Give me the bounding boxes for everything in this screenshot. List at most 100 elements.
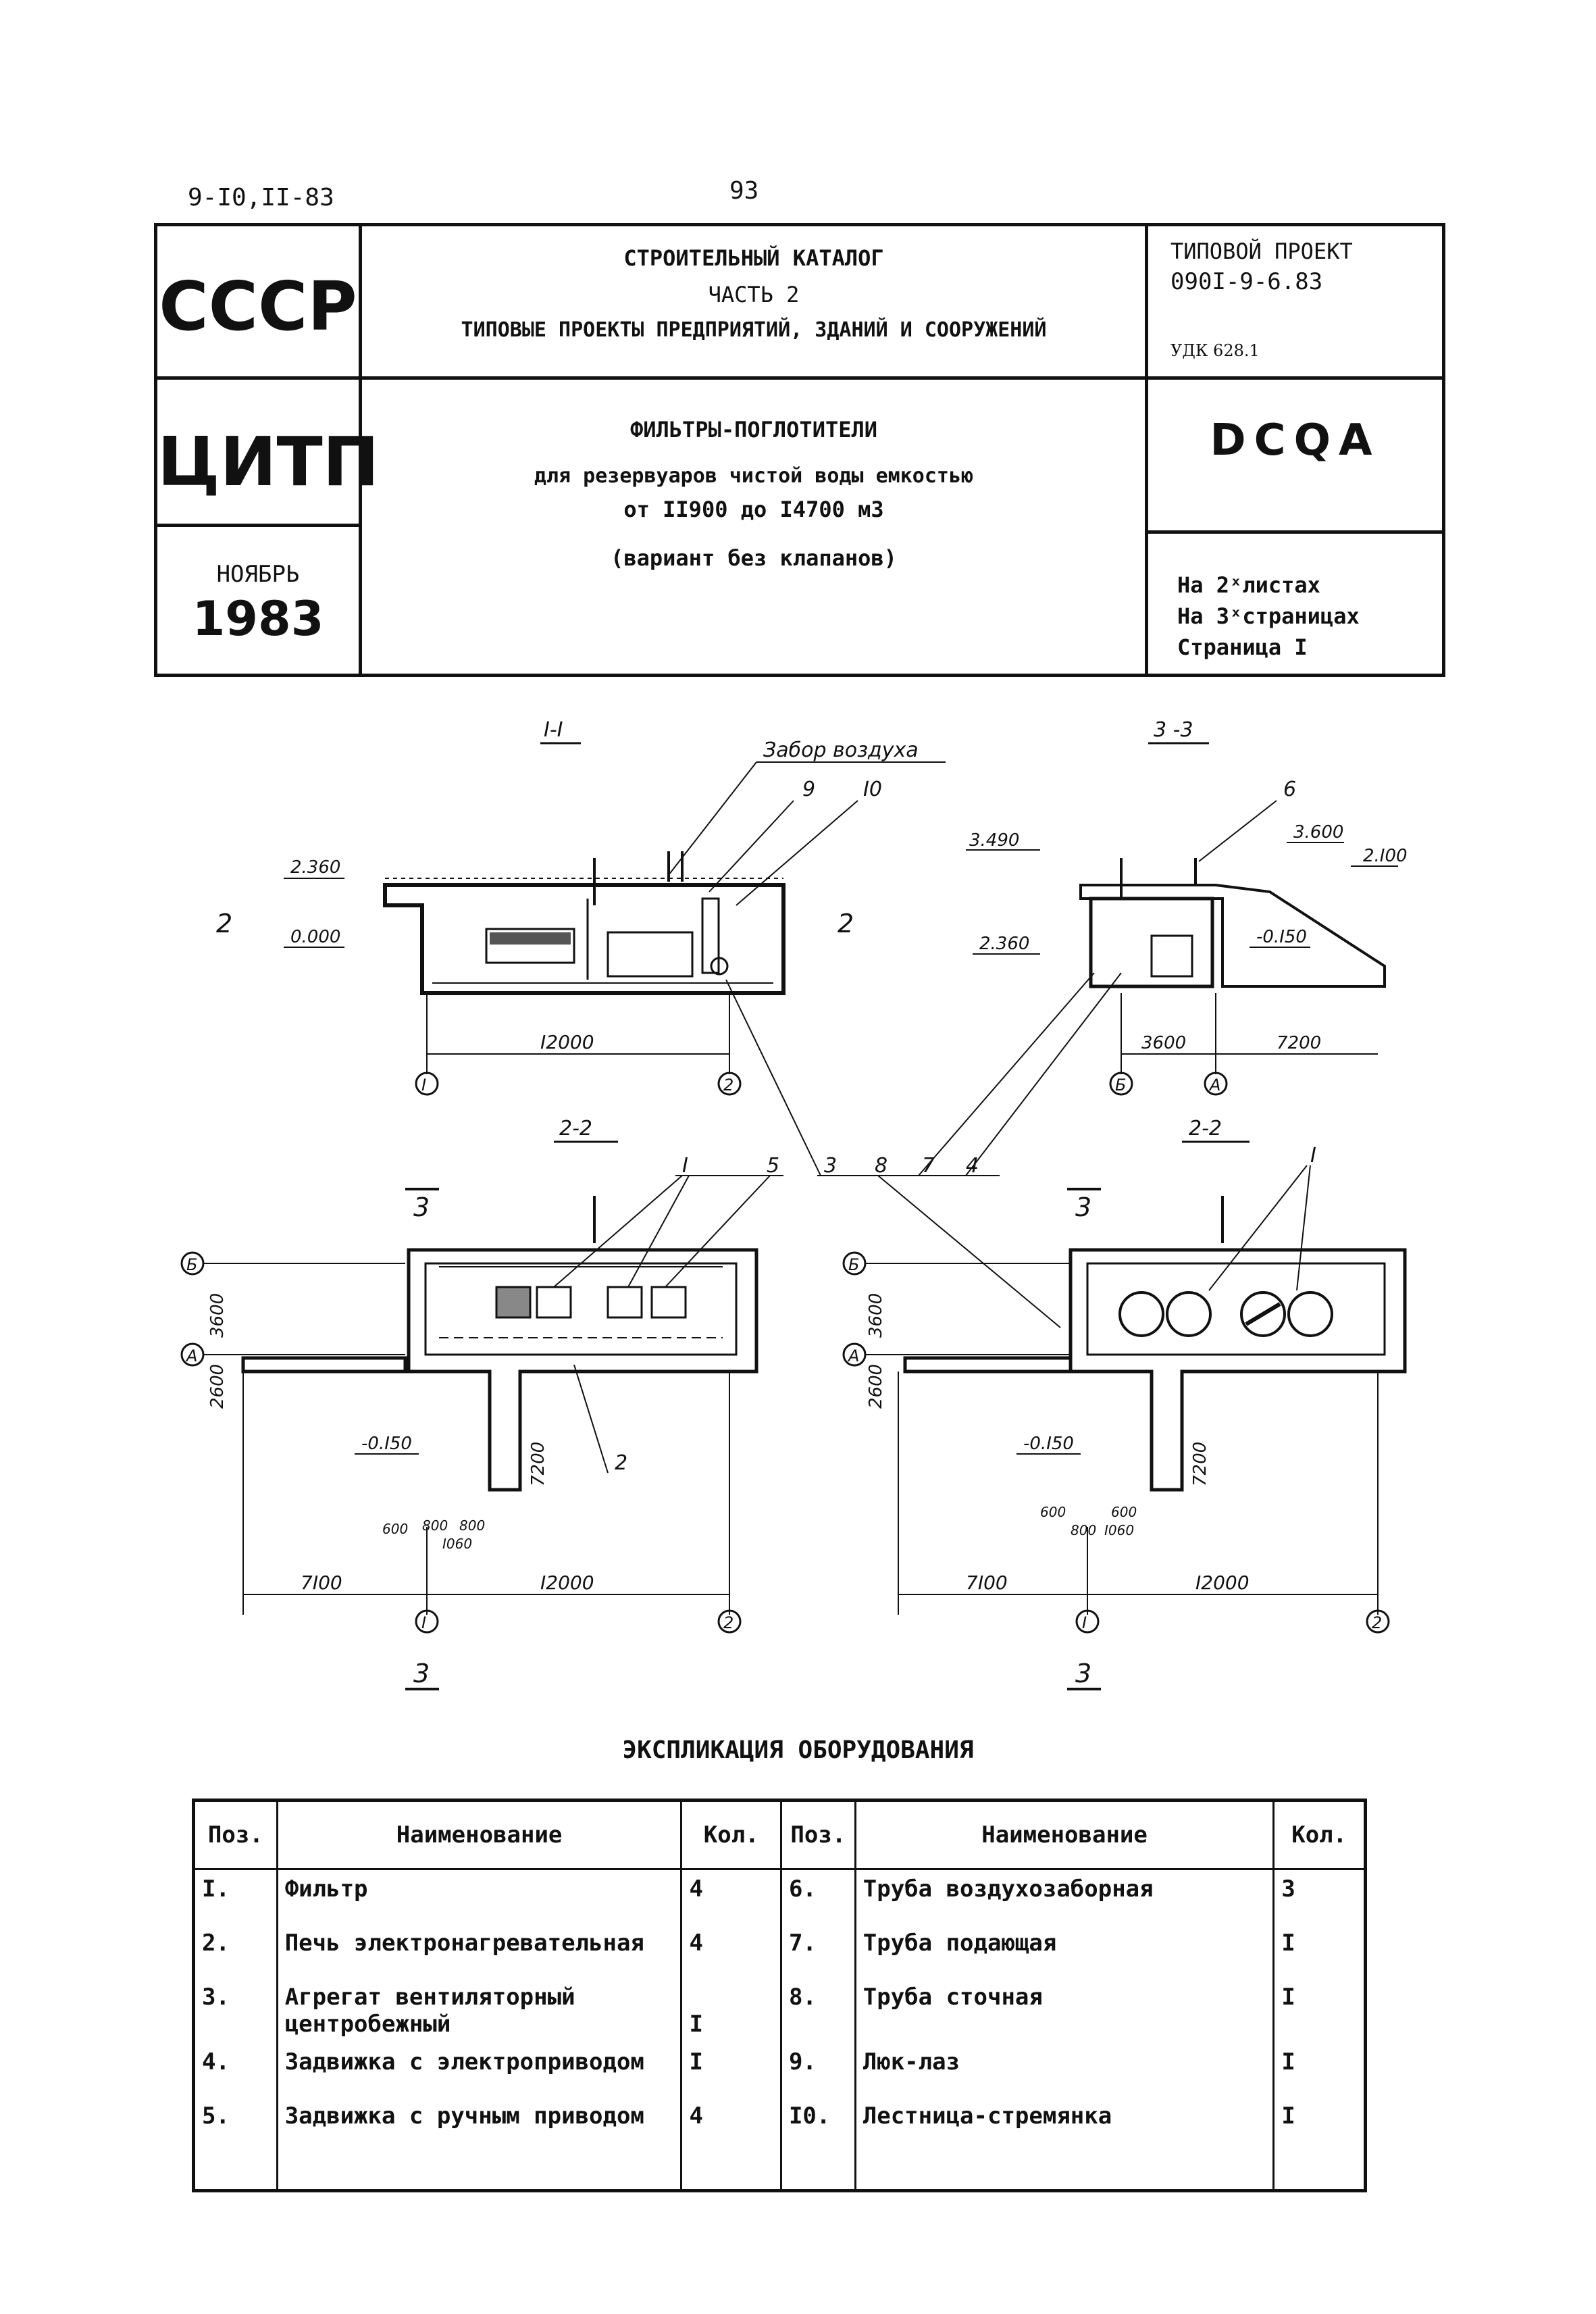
document-title-line3: от II900 до I4700 м3 <box>623 497 884 522</box>
callout-8: 8 <box>875 1154 887 1178</box>
cell-qty: I <box>1272 2097 1366 2191</box>
cell-pos: 2. <box>192 1924 278 1978</box>
section-2-2-left-label: 2-2 <box>559 1117 592 1140</box>
page-count: На 3ˣстраницах <box>1177 603 1360 629</box>
cell-name: Труба воздухозаборная <box>854 1869 1275 1924</box>
org-ussr: СССР <box>159 267 357 346</box>
dim-3600-c: 3600 <box>866 1293 886 1338</box>
col-pos-2: Поз. <box>779 1799 856 1870</box>
table-row: 3. Агрегат вентиляторный центробежный I … <box>192 1978 1366 2043</box>
catalog-part: ЧАСТЬ 2 <box>708 282 800 307</box>
cell-qty: I <box>680 1978 782 2043</box>
table-row: 2. Печь электронагревательная 4 7. Труба… <box>192 1924 1366 1978</box>
section-3-3-label: 3 -3 <box>1154 718 1193 742</box>
cell-qty: I <box>1272 1978 1366 2043</box>
page-number: 93 <box>729 177 759 205</box>
table-row: 4. Задвижка с электроприводом I 9. Люк-л… <box>192 2043 1366 2097</box>
level-3490: 3.490 <box>969 830 1019 851</box>
axis-a-a: А <box>1208 1076 1220 1095</box>
dim-800-c: 800 <box>1071 1522 1096 1538</box>
cell-name: Печь электронагревательная <box>276 1924 683 1978</box>
col-qty-1: Кол. <box>680 1799 782 1870</box>
axis-2-a: 2 <box>723 1076 733 1095</box>
dim-7200-b: 7200 <box>528 1442 548 1486</box>
axis-1-c: I <box>1082 1613 1087 1632</box>
cell-pos: I. <box>192 1869 278 1924</box>
dim-600-c1: 600 <box>1040 1504 1066 1520</box>
axis-a-b: А <box>185 1347 197 1365</box>
col-pos-1: Поз. <box>192 1799 278 1870</box>
callout-5: 5 <box>767 1154 779 1178</box>
cell-pos: 7. <box>779 1924 856 1978</box>
level-0000: 0.000 <box>290 927 340 947</box>
document-title-line2: для резервуаров чистой воды емкостью <box>534 464 974 488</box>
cell-pos: 5. <box>192 2097 278 2191</box>
table-header-row: Поз. Наименование Кол. Поз. Наименование… <box>192 1799 1366 1870</box>
level-2360: 2.360 <box>290 857 340 878</box>
project-label: ТИПОВОЙ ПРОЕКТ <box>1170 238 1353 264</box>
page-index: Страница I <box>1177 634 1308 660</box>
cell-name: Задвижка с ручным приводом <box>276 2097 683 2191</box>
month: НОЯБРЬ <box>216 561 300 588</box>
dim-1060-c: I060 <box>1104 1522 1134 1538</box>
cell-name: Люк-лаз <box>854 2043 1275 2097</box>
dim-600-b: 600 <box>382 1521 408 1537</box>
catalog-subtitle: ТИПОВЫЕ ПРОЕКТЫ ПРЕДПРИЯТИЙ, ЗДАНИЙ И СО… <box>461 318 1047 342</box>
dim-800-b2: 800 <box>459 1517 485 1534</box>
axis-1-b: I <box>421 1613 426 1632</box>
axis-b-b: Б <box>186 1255 197 1274</box>
document-code: 9-I0,II-83 <box>188 184 334 211</box>
level-minus-0150-c: -0.I50 <box>1023 1434 1074 1454</box>
col-qty-2: Кол. <box>1272 1799 1366 1870</box>
dim-12000-c: I2000 <box>1195 1571 1250 1594</box>
callout-7: 7 <box>922 1154 935 1178</box>
air-intake-label: Забор воздуха <box>763 738 919 762</box>
catalog-title: СТРОИТЕЛЬНЫЙ КАТАЛОГ <box>623 245 884 271</box>
col-name-2: Наименование <box>854 1799 1275 1870</box>
document-title: ФИЛЬТРЫ-ПОГЛОТИТЕЛИ <box>629 417 878 443</box>
cell-qty: 4 <box>680 2097 782 2191</box>
table-row: I. Фильтр 4 6. Труба воздухозаборная 3 <box>192 1869 1366 1924</box>
dim-800-b1: 800 <box>422 1517 448 1534</box>
cell-pos: I0. <box>779 2097 856 2191</box>
level-2360-b: 2.360 <box>979 934 1029 954</box>
engineering-drawing: I-I Забор воздуха 9 I0 2.360 0.000 2 2 I… <box>180 718 1408 1690</box>
dim-12000-a: I2000 <box>540 1031 594 1053</box>
dim-3600-b: 3600 <box>207 1293 228 1338</box>
dim-3600-a: 3600 <box>1141 1033 1186 1053</box>
level-minus-0150: -0.I50 <box>1256 927 1307 947</box>
catalog-code: DCQA <box>1210 416 1381 466</box>
level-2100: 2.I00 <box>1363 846 1408 866</box>
year: 1983 <box>192 591 324 647</box>
cut-3-top-left: 3 <box>413 1192 430 1222</box>
axis-2-c: 2 <box>1372 1613 1382 1632</box>
explication-title: ЭКСПЛИКАЦИЯ ОБОРУДОВАНИЯ <box>622 1736 974 1764</box>
dim-600-c2: 600 <box>1111 1504 1137 1520</box>
cell-pos: 8. <box>779 1978 856 2043</box>
cell-qty: 4 <box>680 1924 782 1978</box>
callout-6: 6 <box>1283 778 1296 801</box>
callout-10: I0 <box>863 778 882 801</box>
callout-1-b: I <box>1310 1144 1316 1167</box>
cell-pos: 4. <box>192 2043 278 2097</box>
cut-3-top-right: 3 <box>1075 1192 1091 1222</box>
table-row: 5. Задвижка с ручным приводом 4 I0. Лест… <box>192 2097 1366 2191</box>
callout-3: 3 <box>824 1154 837 1178</box>
section-2-2-right-label: 2-2 <box>1189 1117 1222 1140</box>
cut-3-bottom-right: 3 <box>1075 1659 1091 1688</box>
section-1-1-label: I-I <box>544 718 563 742</box>
cell-pos: 6. <box>779 1869 856 1924</box>
org-citp: ЦИТП <box>157 422 380 501</box>
udk-code: УДК 628.1 <box>1170 341 1260 360</box>
cell-qty: I <box>680 2043 782 2097</box>
cell-name: Труба подающая <box>854 1924 1275 1978</box>
dim-12000-b: I2000 <box>540 1571 594 1594</box>
dim-7200-c: 7200 <box>1190 1442 1210 1486</box>
cut-3-bottom-left: 3 <box>413 1659 430 1688</box>
dim-2600-b: 2600 <box>207 1364 228 1409</box>
cell-name: Задвижка с электроприводом <box>276 2043 683 2097</box>
cut-2-left: 2 <box>216 909 232 938</box>
cell-name: Фильтр <box>276 1869 683 1924</box>
level-minus-0150-b: -0.I50 <box>361 1434 412 1454</box>
cut-2-right: 2 <box>838 909 854 938</box>
